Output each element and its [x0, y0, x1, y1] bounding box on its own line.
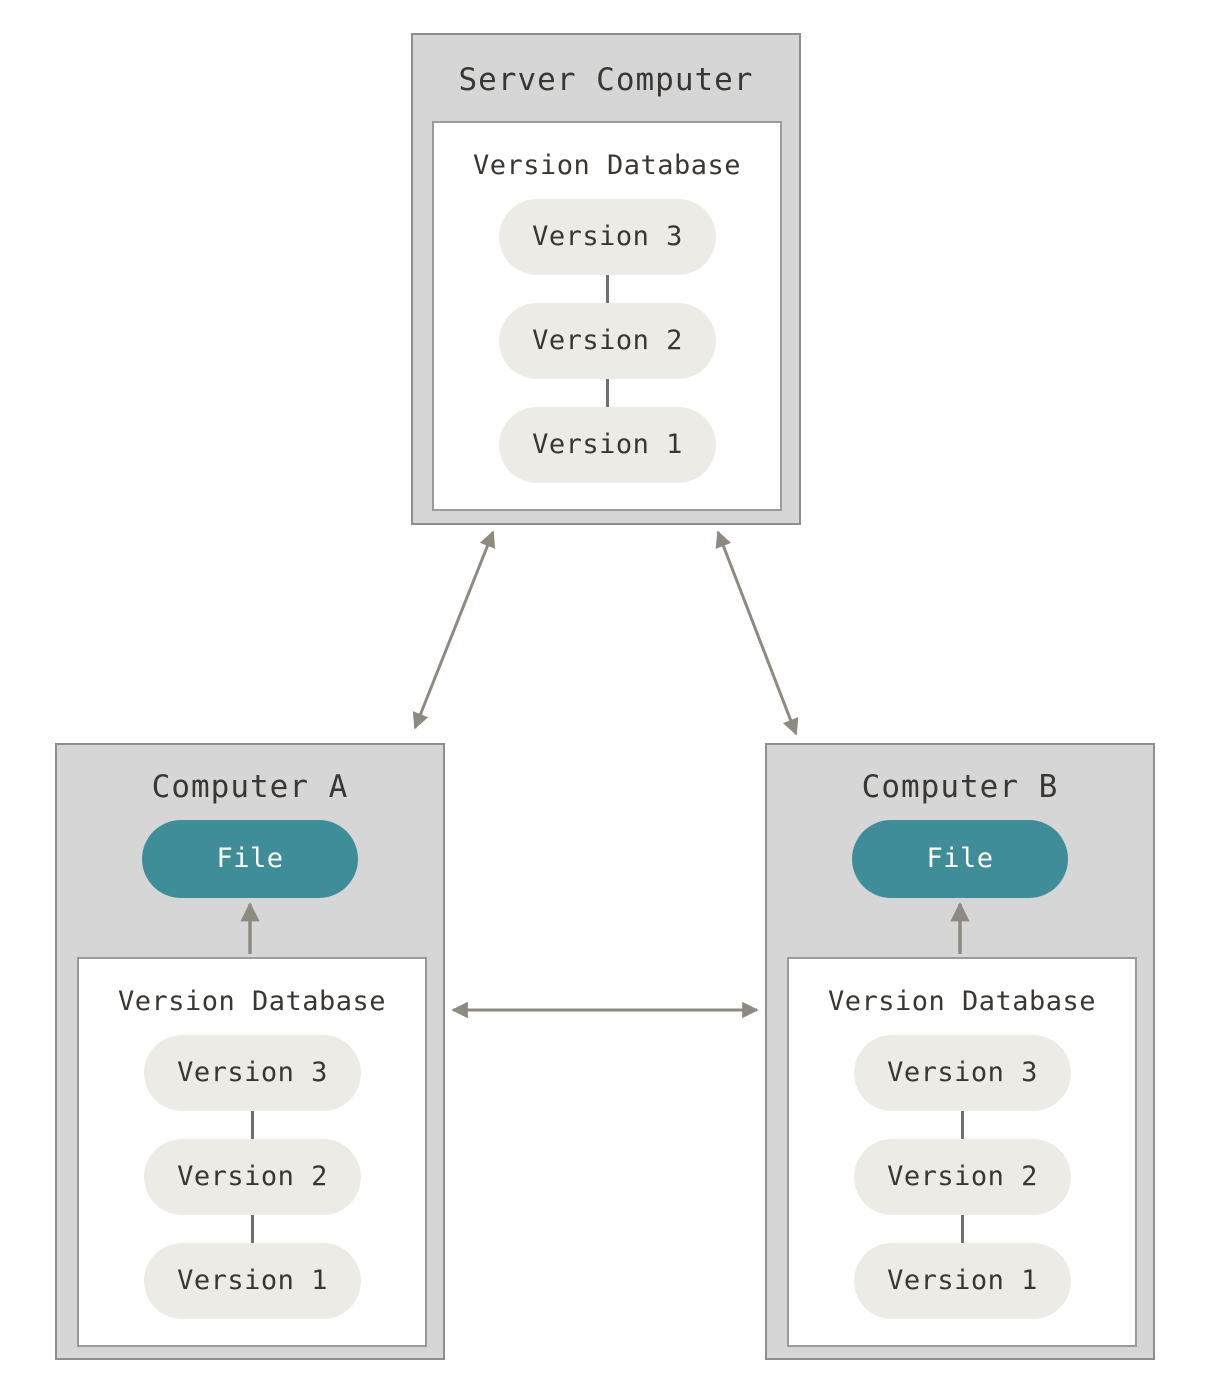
computer-b-version-3-pill: Version 3	[854, 1035, 1071, 1111]
computer-b-box: Computer B File Version Database Version…	[765, 743, 1155, 1360]
computer-b-file-pill: File	[852, 820, 1068, 898]
pill-connector	[961, 1111, 964, 1139]
computer-a-version-1-pill: Version 1	[144, 1243, 361, 1319]
computer-a-version-database-title: Version Database	[117, 986, 387, 1017]
computer-a-version-database-box: Version Database Version 3 Version 2 Ver…	[77, 957, 427, 1347]
arrow-server-to-computer-b	[715, 530, 799, 736]
computer-b-version-database-title: Version Database	[827, 986, 1097, 1017]
computer-a-version-3-pill: Version 3	[144, 1035, 361, 1111]
pill-connector	[251, 1215, 254, 1243]
computer-a-version-2-pill: Version 2	[144, 1139, 361, 1215]
computer-a-title: Computer A	[151, 769, 349, 805]
server-computer-title: Server Computer	[458, 62, 754, 98]
computer-b-version-1-pill: Version 1	[854, 1243, 1071, 1319]
server-version-3-pill: Version 3	[499, 199, 716, 275]
server-version-2-pill: Version 2	[499, 303, 716, 379]
pill-connector	[606, 275, 609, 303]
server-computer-box: Server Computer Version Database Version…	[411, 33, 801, 525]
pill-connector	[251, 1111, 254, 1139]
computer-b-version-2-pill: Version 2	[854, 1139, 1071, 1215]
server-version-database-box: Version Database Version 3 Version 2 Ver…	[432, 121, 782, 511]
computer-b-title: Computer B	[861, 769, 1059, 805]
server-version-database-title: Version Database	[472, 150, 742, 181]
computer-a-box: Computer A File Version Database Version…	[55, 743, 445, 1360]
computer-a-file-pill: File	[142, 820, 358, 898]
arrow-server-to-computer-a	[412, 530, 496, 730]
pill-connector	[606, 379, 609, 407]
server-version-1-pill: Version 1	[499, 407, 716, 483]
pill-connector	[961, 1215, 964, 1243]
computer-b-version-database-box: Version Database Version 3 Version 2 Ver…	[787, 957, 1137, 1347]
